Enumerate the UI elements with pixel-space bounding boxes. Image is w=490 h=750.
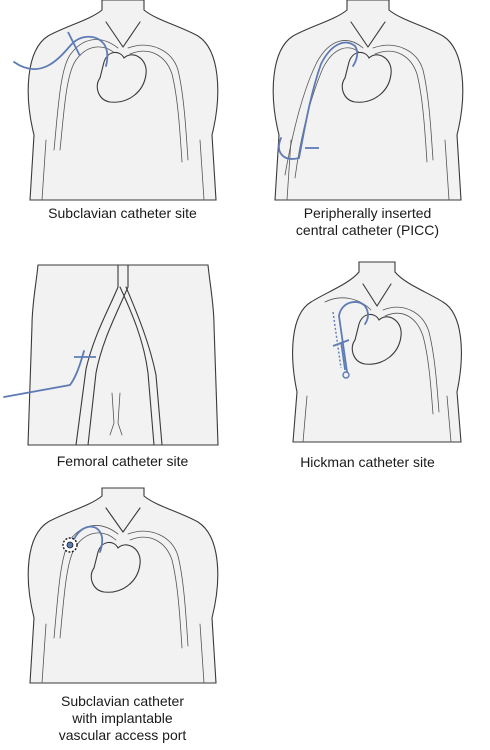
catheter (71, 525, 104, 553)
caption-femoral: Femoral catheter site (0, 453, 245, 470)
caption-picc: Peripherally inserted central catheter (… (245, 205, 490, 239)
catheter (278, 41, 359, 160)
vein-left-2 (294, 47, 362, 179)
panel-port: Subclavian catheter with implantable vas… (0, 487, 245, 750)
groin-line (109, 392, 115, 436)
right-arm-line (199, 623, 205, 684)
vein-right (127, 530, 189, 647)
right-arm-line (199, 139, 205, 201)
vein-left-2 (59, 46, 117, 151)
panel-subclavian: Subclavian catheter site (0, 0, 245, 230)
groin-line-2 (117, 392, 123, 436)
catheter (3, 350, 85, 398)
artery-right-2 (125, 286, 163, 446)
port-center (66, 541, 74, 549)
caption-line: Hickman catheter site (300, 454, 435, 470)
catheter (13, 35, 109, 70)
left-arm-line (41, 139, 47, 201)
left-arm-line (286, 139, 292, 201)
vein-left (284, 40, 364, 176)
caption-port: Subclavian catheter with implantable vas… (0, 693, 245, 744)
vein-right (372, 44, 434, 161)
neck-notch (105, 507, 141, 533)
neck-notch (350, 21, 386, 48)
vein-right (382, 306, 440, 413)
panel-femoral: Femoral catheter site (0, 264, 245, 475)
heart (96, 51, 147, 103)
left-arm-line (41, 623, 47, 684)
catheter-mark (332, 339, 350, 347)
panel-hickman: Hickman catheter site (245, 261, 490, 477)
catheter-tip (342, 371, 350, 379)
caption-line: Peripherally inserted (303, 205, 432, 221)
caption-line: Femoral catheter site (56, 453, 189, 469)
catheter-tunnel (332, 311, 342, 369)
vein-left (324, 297, 372, 311)
heart (90, 541, 141, 593)
panel-picc: Peripherally inserted central catheter (… (245, 0, 490, 250)
right-arm-line (446, 395, 452, 443)
catheter (338, 301, 369, 373)
caption-line: Subclavian catheter site (48, 205, 197, 221)
picc-illustration (272, 0, 464, 201)
vein-right-2 (384, 312, 434, 415)
vein-right-2 (129, 50, 183, 163)
port-illustration (27, 487, 219, 684)
artery-left (75, 264, 119, 446)
vein-right (127, 44, 189, 161)
caption-line: central catheter (PICC) (295, 222, 440, 238)
caption-line: with implantable (72, 710, 173, 726)
caption-line: Subclavian catheter (61, 693, 184, 709)
caption-subclavian: Subclavian catheter site (0, 205, 245, 222)
artery-right (119, 286, 155, 446)
vein-right-2 (129, 536, 183, 649)
neck-notch (362, 283, 392, 307)
catheter-mark (67, 31, 81, 57)
neck-notch (105, 21, 141, 48)
vein-right-2 (374, 50, 428, 163)
femoral-illustration (3, 264, 219, 446)
hickman-illustration (292, 261, 462, 443)
heart (351, 313, 402, 365)
caption-line: vascular access port (58, 727, 187, 743)
caption-hickman: Hickman catheter site (245, 454, 490, 471)
right-arm-line (444, 139, 450, 201)
pelvis-outline (27, 264, 219, 446)
left-arm-line (302, 395, 308, 443)
subclavian-illustration (13, 0, 219, 201)
catheter-tail (340, 341, 346, 371)
